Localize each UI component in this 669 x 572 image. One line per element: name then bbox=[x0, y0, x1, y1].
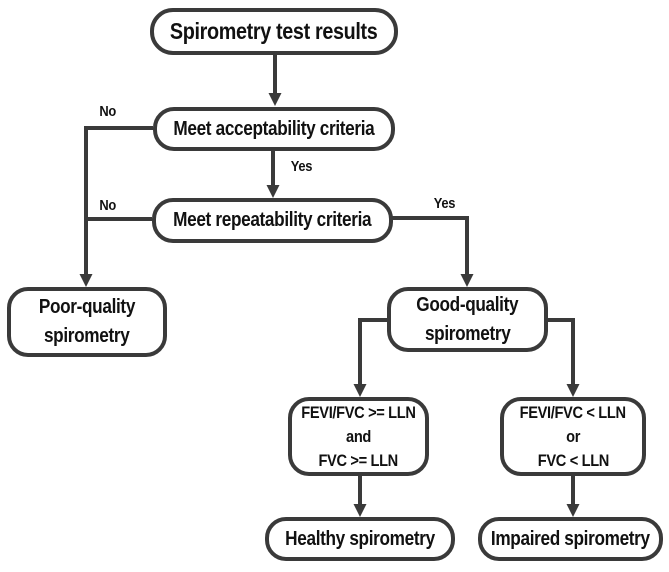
node-impaired: Impaired spirometry bbox=[478, 517, 663, 561]
arrowhead-good-quality bbox=[460, 274, 474, 287]
node-healthy-label: Healthy spirometry bbox=[285, 527, 435, 550]
node-normal-criteria-line3: FVC >= LLN bbox=[318, 450, 399, 470]
arrowhead-acceptability bbox=[268, 93, 282, 106]
edge-good-to-abnormal-criteria bbox=[544, 318, 575, 384]
node-poor-quality-line1: Poor-quality bbox=[38, 296, 136, 318]
node-repeatability-label: Meet repeatability criteria bbox=[173, 209, 372, 231]
node-healthy: Healthy spirometry bbox=[265, 517, 455, 561]
node-abnormal-criteria-line3: FVC < LLN bbox=[537, 450, 609, 470]
node-poor-quality-line2: spirometry bbox=[44, 325, 130, 347]
label-repeatability-no: No bbox=[99, 197, 117, 214]
node-acceptability: Meet acceptability criteria bbox=[153, 107, 395, 151]
node-abnormal-criteria-line2: or bbox=[566, 426, 580, 446]
node-abnormal-criteria: FEVI/FVC < LLN or FVC < LLN bbox=[500, 397, 646, 476]
arrowhead-normal-criteria bbox=[353, 384, 367, 397]
arrowhead-impaired bbox=[566, 504, 580, 517]
node-good-quality-line1: Good-quality bbox=[416, 293, 519, 316]
node-poor-quality: Poor-quality spirometry bbox=[7, 287, 167, 357]
arrowhead-healthy bbox=[353, 504, 367, 517]
edge-good-to-normal-criteria bbox=[358, 318, 389, 384]
arrowhead-repeatability bbox=[266, 185, 280, 198]
node-good-quality: Good-quality spirometry bbox=[387, 287, 548, 352]
edge-repeatability-yes bbox=[392, 216, 469, 274]
node-start-label: Spirometry test results bbox=[170, 18, 378, 44]
node-acceptability-label: Meet acceptability criteria bbox=[173, 117, 375, 140]
label-repeatability-yes: Yes bbox=[433, 195, 455, 212]
node-normal-criteria-line2: and bbox=[346, 426, 371, 446]
node-start: Spirometry test results bbox=[150, 8, 398, 55]
arrowhead-poor-quality bbox=[79, 274, 93, 287]
edge-acceptability-no bbox=[84, 126, 153, 274]
node-impaired-label: Impaired spirometry bbox=[491, 527, 650, 550]
node-repeatability: Meet repeatability criteria bbox=[152, 198, 393, 243]
node-normal-criteria: FEVI/FVC >= LLN and FVC >= LLN bbox=[288, 397, 429, 476]
label-acceptability-no: No bbox=[99, 103, 117, 120]
arrowhead-abnormal-criteria bbox=[566, 384, 580, 397]
node-abnormal-criteria-line1: FEVI/FVC < LLN bbox=[519, 402, 627, 422]
node-good-quality-line2: spirometry bbox=[424, 322, 511, 345]
label-acceptability-yes: Yes bbox=[290, 158, 312, 175]
node-normal-criteria-line1: FEVI/FVC >= LLN bbox=[301, 402, 416, 422]
